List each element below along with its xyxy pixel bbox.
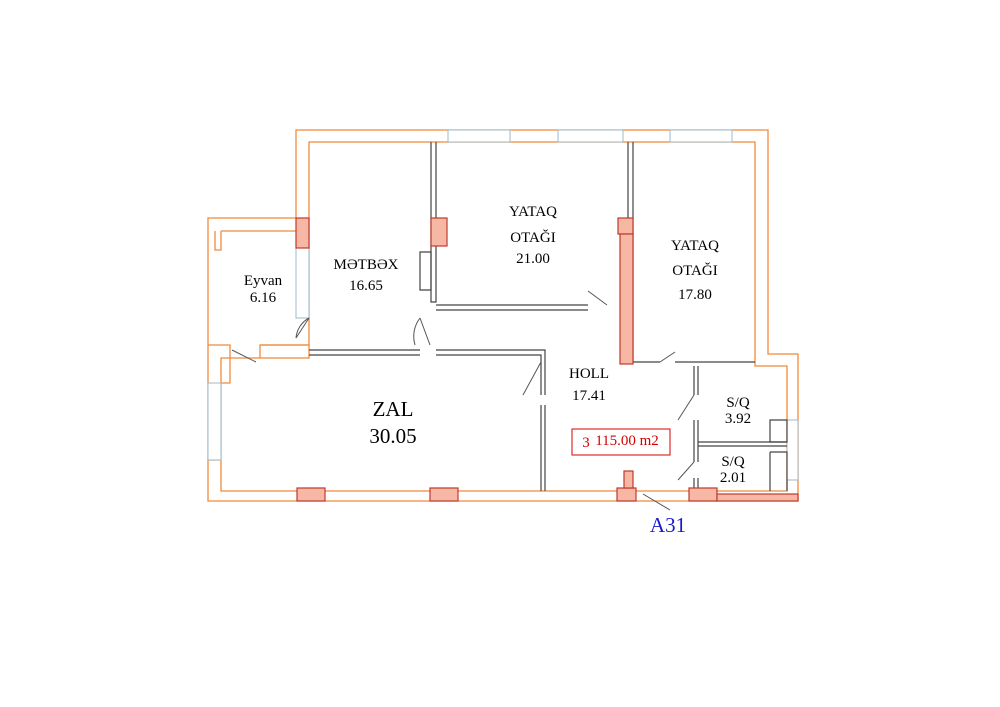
hall-name: HOLL	[569, 366, 609, 382]
bath2-name: S/Q	[721, 454, 745, 470]
doors	[231, 290, 695, 511]
bedroom1-name-line1: YATAQ	[509, 204, 557, 220]
bath2-area: 2.01	[720, 470, 746, 486]
bedroom2-name-line1: YATAQ	[671, 238, 719, 254]
total-area: 115.00 m2	[595, 433, 659, 449]
balcony-name: Eyvan	[244, 273, 283, 289]
columns	[295, 217, 799, 502]
kitchen-area: 16.65	[349, 278, 383, 294]
bath1-area: 3.92	[725, 411, 751, 427]
total-area-box	[571, 428, 671, 456]
bedroom2-area: 17.80	[678, 287, 712, 303]
bedroom1-name-line2: OTAĞI	[510, 229, 555, 246]
windows	[207, 129, 799, 481]
balcony-area: 6.16	[250, 290, 277, 306]
total-prefix: 3	[582, 435, 590, 451]
kitchen-name: MƏTBƏX	[333, 257, 398, 273]
bedroom2-name-line2: OTAĞI	[672, 262, 717, 279]
bedroom1-area: 21.00	[516, 251, 550, 267]
living-name: ZAL	[373, 397, 414, 421]
entrance-label: A31	[650, 513, 686, 537]
bath1-name: S/Q	[726, 395, 750, 411]
living-area: 30.05	[369, 424, 416, 448]
hall-area: 17.41	[572, 388, 606, 404]
